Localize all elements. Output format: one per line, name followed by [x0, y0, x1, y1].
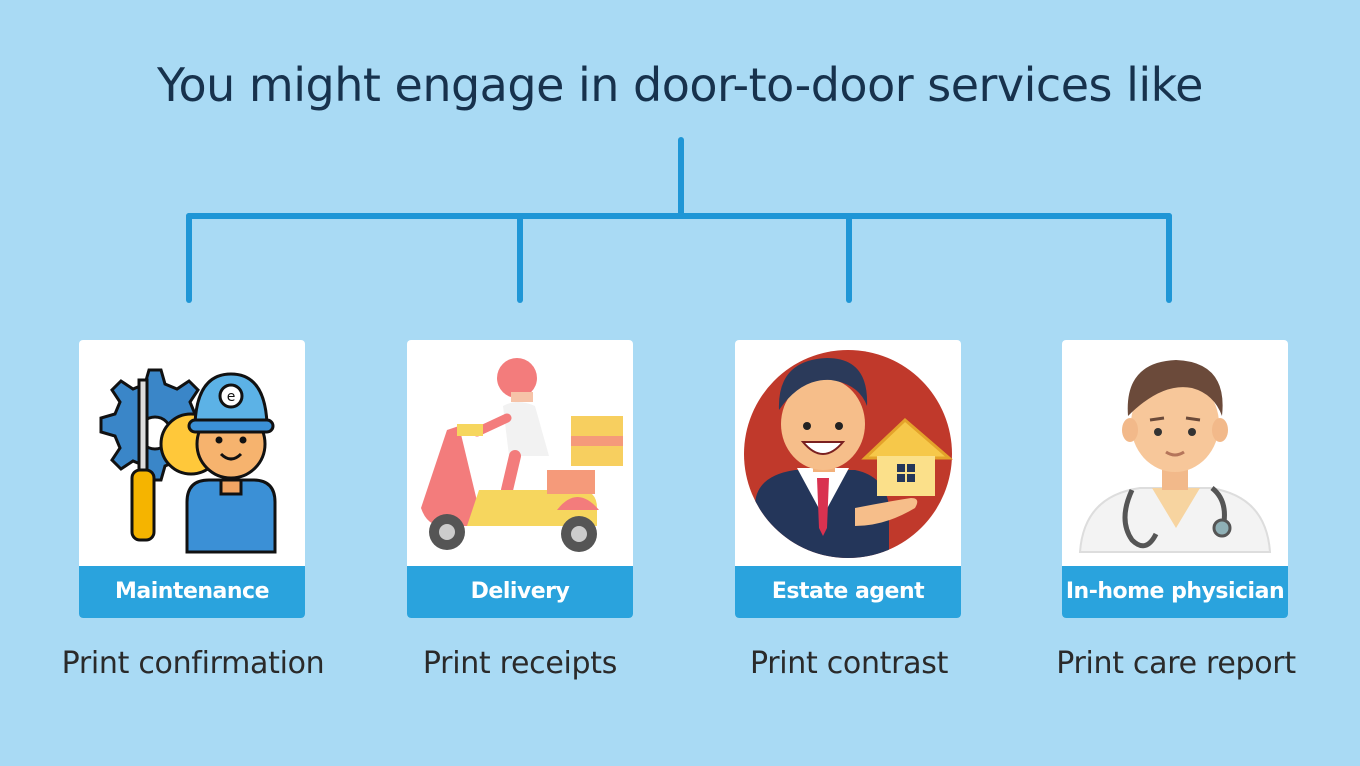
service-label: Maintenance — [79, 566, 305, 618]
service-card-maintenance: e Maintenance — [79, 340, 305, 618]
caption-in-home-physician: Print care report — [1056, 646, 1296, 681]
service-label: Estate agent — [735, 566, 961, 618]
caption-maintenance: Print confirmation — [61, 646, 325, 681]
caption-estate-agent: Print contrast — [749, 646, 949, 681]
service-card-in-home-physician: In-home physician — [1062, 340, 1288, 618]
estate-agent-icon — [744, 350, 954, 558]
delivery-scooter-icon — [421, 358, 623, 552]
service-card-estate-agent: Estate agent — [735, 340, 961, 618]
service-label: In-home physician — [1062, 566, 1288, 618]
service-card-delivery: Delivery — [407, 340, 633, 618]
service-label: Delivery — [407, 566, 633, 618]
repair-worker-icon: e — [99, 368, 277, 554]
doctor-icon — [1078, 360, 1272, 553]
page-title: You might engage in door-to-door service… — [157, 58, 1203, 112]
caption-delivery: Print receipts — [422, 646, 618, 681]
svg-text:e: e — [227, 389, 236, 405]
